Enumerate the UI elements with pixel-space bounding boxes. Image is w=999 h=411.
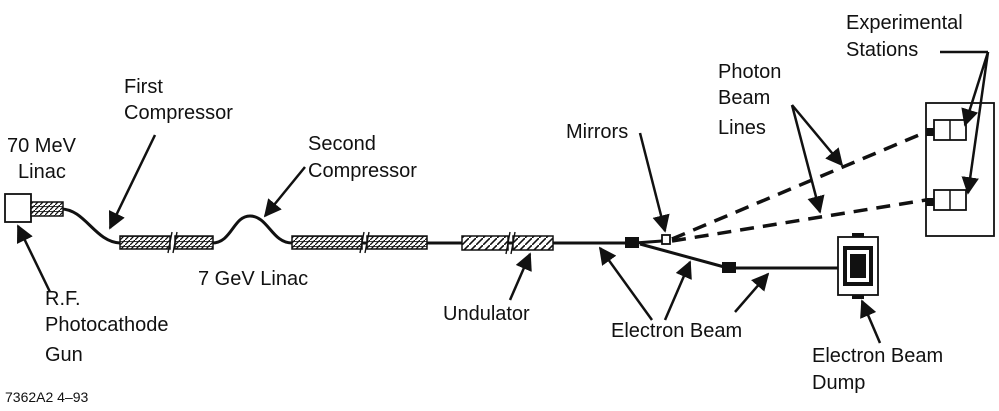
undulator-segment xyxy=(461,231,554,255)
linac-70mev-segment xyxy=(30,201,64,217)
rf-photocathode-gun-label: R.F. Photocathode Gun xyxy=(45,288,174,366)
undulator-label: Undulator xyxy=(443,303,530,325)
photon-beam-lines-label: Photon Beam Lines xyxy=(718,61,787,139)
dump-line-magnet xyxy=(722,262,736,273)
electron-beam-label: Electron Beam xyxy=(611,320,742,342)
figure-code: 7362A2 4–93 xyxy=(5,389,89,405)
photon-beam-line-lower xyxy=(671,198,927,243)
linac-70mev-label: 70 MeV Linac xyxy=(7,135,82,183)
bend-magnet xyxy=(625,237,639,248)
linac-7gev-section-2 xyxy=(291,231,428,254)
mirrors-label: Mirrors xyxy=(566,121,628,143)
linac-7gev-label: 7 GeV Linac xyxy=(198,268,308,290)
leader-arrows xyxy=(16,50,990,344)
electron-beam-dump-label: Electron Beam Dump xyxy=(812,345,949,394)
experimental-stations-label: Experimental Stations xyxy=(846,12,968,61)
mirror xyxy=(661,234,671,245)
rf-photocathode-gun-box xyxy=(4,193,32,223)
experimental-stations-hall xyxy=(925,102,995,237)
electron-beam-dump xyxy=(837,233,879,299)
first-compressor-label: First Compressor xyxy=(124,76,233,124)
linac-7gev-section-1 xyxy=(119,231,214,254)
photon-beam-line-upper xyxy=(671,130,927,241)
second-compressor-label: Second Compressor xyxy=(308,133,417,182)
